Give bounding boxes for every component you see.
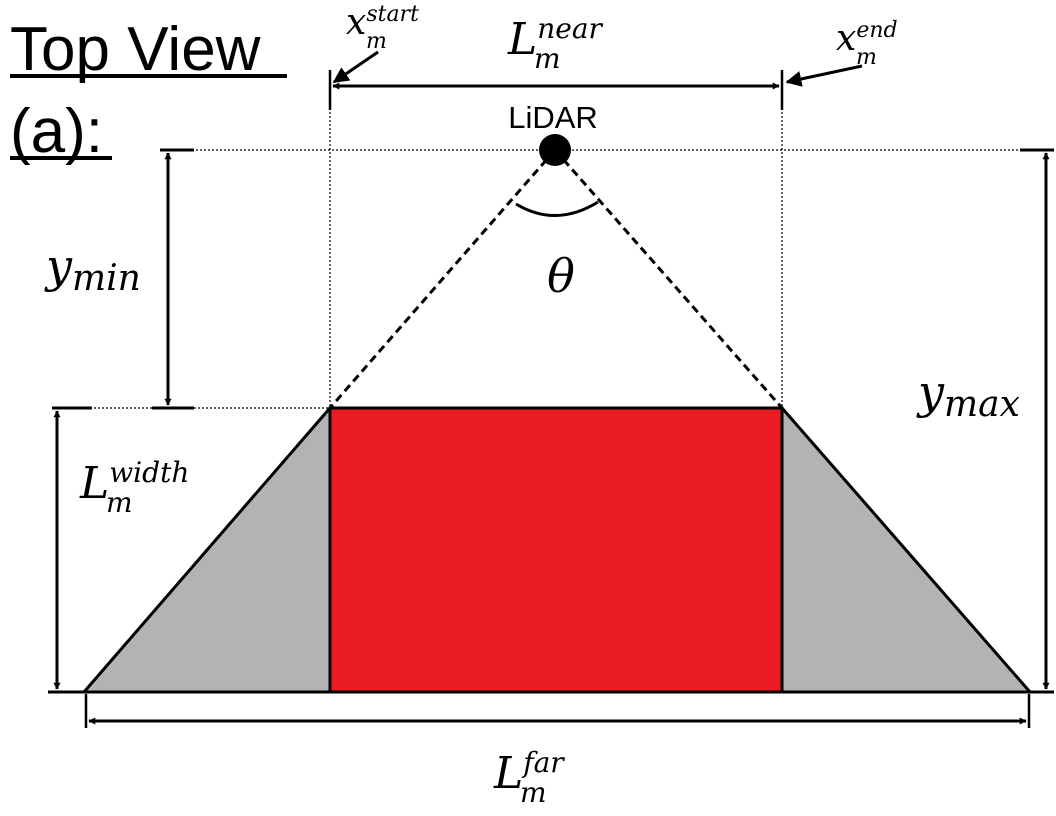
lwidth-sub: m <box>106 486 133 519</box>
side-region-left <box>82 406 332 694</box>
title-line-1: Top View <box>10 15 261 84</box>
lidar-dot <box>539 134 571 166</box>
ymin-sub: min <box>72 258 141 299</box>
lnear-sub: m <box>534 42 561 75</box>
xend-sub: m <box>856 45 877 70</box>
lidar-label: LiDAR <box>508 100 598 135</box>
xstart-sup: start <box>366 2 419 27</box>
fov-left-edge <box>328 149 557 409</box>
xstart-base: x <box>346 2 366 43</box>
ymin-base: y <box>44 239 73 293</box>
center-region <box>328 406 784 694</box>
theta-label: θ <box>547 249 575 303</box>
lfar-sub: m <box>520 776 547 809</box>
lfar-base: L <box>493 748 523 799</box>
lwidth-base: L <box>79 458 109 509</box>
ymin-label: ymin <box>44 239 141 299</box>
xstart-pointer-arrow <box>332 50 379 84</box>
side-region-right <box>780 406 1032 694</box>
ymax-label: ymax <box>916 365 1020 425</box>
xend-pointer-arrow <box>785 64 863 87</box>
ymax-sub: max <box>944 384 1020 425</box>
lwidth-sup: width <box>109 456 189 489</box>
lnear-sup: near <box>537 12 603 45</box>
ymax-base: y <box>916 365 945 419</box>
xend-sup: end <box>856 18 897 43</box>
fov-right-edge <box>553 149 784 409</box>
angle-arc <box>515 200 599 217</box>
lfar-sup: far <box>521 746 565 779</box>
field-of-view <box>328 149 784 410</box>
xend-base: x <box>836 18 856 59</box>
lnear-base: L <box>507 14 537 65</box>
title-line-2: (a): <box>10 97 103 166</box>
guide-lines <box>90 96 1022 409</box>
xstart-sub: m <box>366 29 387 54</box>
